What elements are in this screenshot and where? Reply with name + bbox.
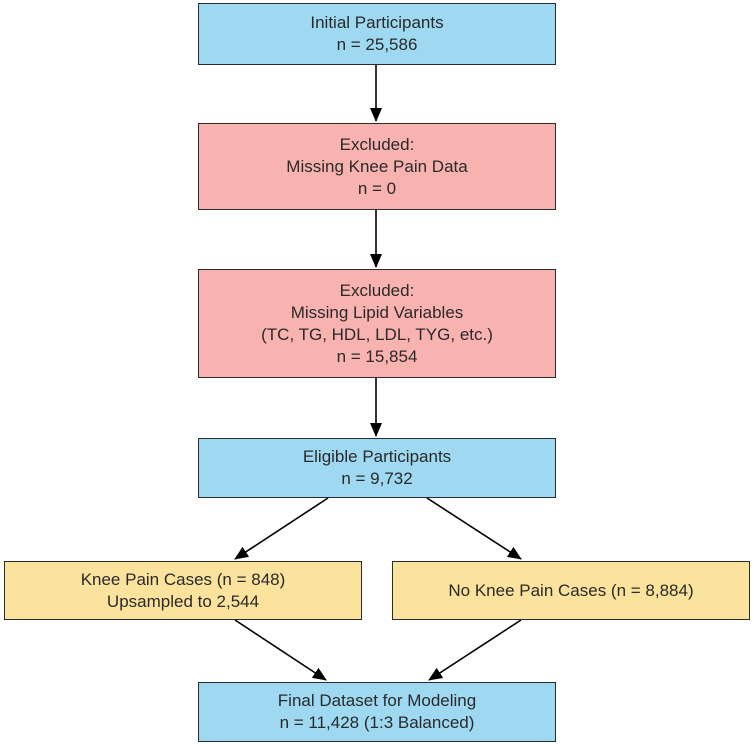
knee-pain-cases-title: Knee Pain Cases (n = 848)	[80, 569, 286, 589]
final-dataset-title: Final Dataset for Modeling	[277, 691, 477, 710]
excluded-knee-pain-count: n = 0	[357, 178, 397, 198]
excluded-lipid-reason: Missing Lipid Variables	[290, 302, 464, 322]
final-dataset-count: n = 11,428 (1:3 Balanced)	[279, 713, 475, 732]
arrow-knee-pain-to-final	[234, 619, 327, 681]
initial-participants-title: Initial Participants	[310, 13, 444, 32]
excluded-lipid-count: n = 15,854	[336, 346, 418, 366]
eligible-participants-box: Eligible Participants n = 9,732	[198, 438, 556, 498]
arrow-no-knee-pain-to-final	[428, 619, 522, 681]
arrow-eligible-to-knee-pain	[234, 497, 329, 560]
no-knee-pain-cases-title: No Knee Pain Cases (n = 8,884)	[448, 580, 694, 600]
arrow-eligible-to-no-knee-pain	[426, 497, 522, 560]
excluded-lipid-title: Excluded:	[339, 280, 415, 300]
eligible-participants-title: Eligible Participants	[302, 447, 452, 466]
no-knee-pain-cases-box: No Knee Pain Cases (n = 8,884)	[392, 561, 750, 620]
excluded-lipid-variables: (TC, TG, HDL, LDL, TYG, etc.)	[261, 324, 493, 344]
final-dataset-box: Final Dataset for Modeling n = 11,428 (1…	[198, 682, 556, 742]
initial-participants-count: n = 25,586	[336, 35, 418, 54]
excluded-lipid-box: Excluded: Missing Lipid Variables (TC, T…	[198, 269, 556, 378]
excluded-knee-pain-title: Excluded:	[339, 134, 415, 154]
excluded-knee-pain-box: Excluded: Missing Knee Pain Data n = 0	[198, 123, 556, 210]
eligible-participants-count: n = 9,732	[341, 469, 413, 488]
initial-participants-box: Initial Participants n = 25,586	[198, 3, 556, 65]
excluded-knee-pain-reason: Missing Knee Pain Data	[286, 156, 468, 176]
knee-pain-cases-box: Knee Pain Cases (n = 848) Upsampled to 2…	[4, 561, 362, 620]
knee-pain-cases-upsampled: Upsampled to 2,544	[106, 591, 260, 611]
